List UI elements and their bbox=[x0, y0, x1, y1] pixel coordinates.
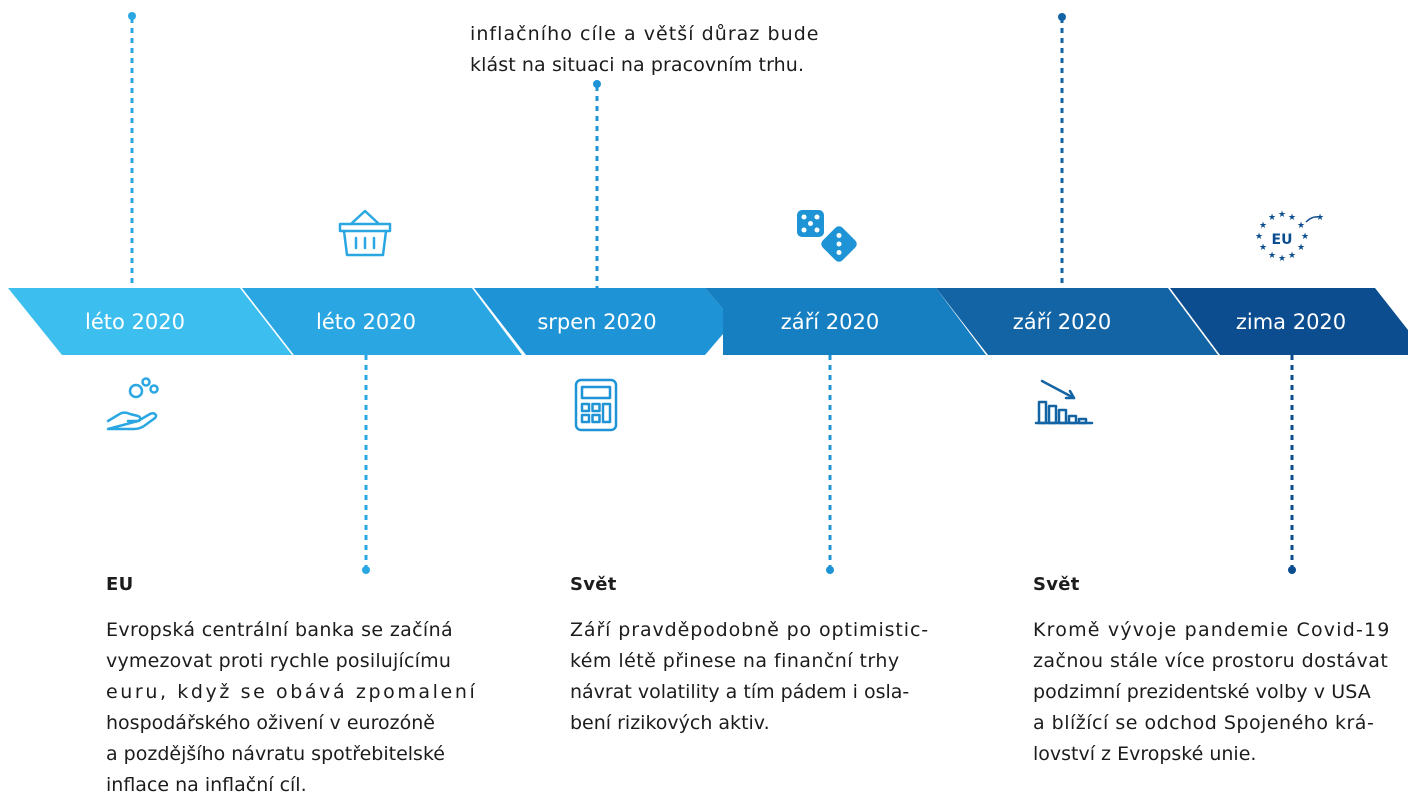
top-text-line: klást na situaci na pracovním trhu. bbox=[470, 54, 805, 76]
connector-dot bbox=[362, 566, 370, 574]
timeline-label-5: září 2020 bbox=[1013, 310, 1111, 334]
calculator-icon bbox=[570, 378, 622, 436]
info-heading: EU bbox=[106, 574, 134, 595]
timeline-segment-3: srpen 2020 bbox=[474, 288, 723, 355]
info-line: podzimní prezidentské volby v USA bbox=[1033, 681, 1371, 703]
info-line: Září pravděpodobně po optimistic- bbox=[570, 619, 930, 641]
timeline-band: léto 2020 léto 2020 srpen 2020 září 2020… bbox=[8, 288, 1408, 355]
info-line: bení rizikových aktiv. bbox=[570, 712, 770, 734]
connector-dot bbox=[593, 80, 601, 88]
info-line: euru, když se obává zpomalení bbox=[106, 681, 478, 703]
timeline-segment-6: zima 2020 bbox=[1170, 288, 1408, 355]
svg-text:★: ★ bbox=[1268, 251, 1276, 261]
svg-text:★: ★ bbox=[1297, 243, 1305, 253]
eu-stars-icon: ★ ★ ★ ★ ★ ★ ★ ★ ★ ★ ★ ★ ★ EU bbox=[1250, 208, 1330, 270]
timeline-connectors bbox=[128, 12, 1296, 574]
svg-text:★: ★ bbox=[1259, 221, 1267, 231]
shopping-basket-icon bbox=[337, 208, 393, 262]
timeline-label-2: léto 2020 bbox=[316, 310, 416, 334]
connector-dot bbox=[1058, 13, 1066, 21]
top-text-block: . inflačního cíle a větší důraz bude klá… bbox=[470, 0, 860, 81]
info-line: kém létě přinese na finanční trhy bbox=[570, 650, 900, 672]
info-heading: Svět bbox=[570, 574, 617, 595]
dice-icon bbox=[795, 208, 861, 268]
timeline-label-4: září 2020 bbox=[781, 310, 879, 334]
info-line: inflace na inflační cíl. bbox=[106, 774, 307, 796]
svg-text:EU: EU bbox=[1272, 232, 1293, 248]
info-line: začnou stále více prostoru dostávat bbox=[1033, 650, 1389, 672]
svg-text:★: ★ bbox=[1301, 232, 1309, 242]
svg-text:★: ★ bbox=[1316, 213, 1324, 223]
info-line: a blížící se odchod Spojeného krá- bbox=[1033, 712, 1375, 734]
svg-text:★: ★ bbox=[1288, 213, 1296, 223]
connector-dot bbox=[826, 566, 834, 574]
timeline-label-3: srpen 2020 bbox=[537, 310, 656, 334]
top-text-line: inflačního cíle a větší důraz bude bbox=[470, 23, 820, 45]
info-line: Evropská centrální banka se začíná bbox=[106, 619, 453, 641]
svg-text:★: ★ bbox=[1268, 213, 1276, 223]
declining-chart-icon bbox=[1034, 378, 1094, 432]
money-hand-icon bbox=[104, 375, 162, 437]
info-line: hospodářského oživení v eurozóně bbox=[106, 712, 435, 734]
svg-text:★: ★ bbox=[1278, 254, 1286, 264]
connector-dot bbox=[128, 12, 136, 20]
svg-text:★: ★ bbox=[1259, 243, 1267, 253]
info-body: Září pravděpodobně po optimistic- kém lé… bbox=[570, 615, 950, 739]
info-block-svet-1: Svět Září pravděpodobně po optimistic- k… bbox=[570, 573, 950, 739]
timeline-segment-4: září 2020 bbox=[705, 288, 986, 355]
timeline-label-1: léto 2020 bbox=[85, 310, 185, 334]
svg-text:★: ★ bbox=[1278, 210, 1286, 220]
timeline-segment-5: září 2020 bbox=[936, 288, 1218, 355]
info-body: Kromě vývoje pandemie Covid-19 začnou st… bbox=[1033, 615, 1408, 770]
timeline-label-6: zima 2020 bbox=[1236, 310, 1346, 334]
timeline-segment-2: léto 2020 bbox=[242, 288, 522, 355]
info-body: Evropská centrální banka se začíná vymez… bbox=[106, 615, 486, 801]
svg-text:★: ★ bbox=[1255, 232, 1263, 242]
timeline-segment-1: léto 2020 bbox=[8, 288, 292, 355]
svg-text:★: ★ bbox=[1297, 221, 1305, 231]
info-line: a pozdějšího návratu spotřebitelské bbox=[106, 743, 445, 765]
info-block-eu: EU Evropská centrální banka se začíná vy… bbox=[106, 573, 486, 801]
connector-dot bbox=[1288, 566, 1296, 574]
info-heading: Svět bbox=[1033, 574, 1080, 595]
svg-text:★: ★ bbox=[1288, 251, 1296, 261]
info-block-svet-2: Svět Kromě vývoje pandemie Covid-19 začn… bbox=[1033, 573, 1408, 770]
info-line: vymezovat proti rychle posilujícímu bbox=[106, 650, 452, 672]
info-line: Kromě vývoje pandemie Covid-19 bbox=[1033, 619, 1391, 641]
info-line: návrat volatility a tím pádem i osla- bbox=[570, 681, 910, 703]
info-line: lovství z Evropské unie. bbox=[1033, 743, 1257, 765]
